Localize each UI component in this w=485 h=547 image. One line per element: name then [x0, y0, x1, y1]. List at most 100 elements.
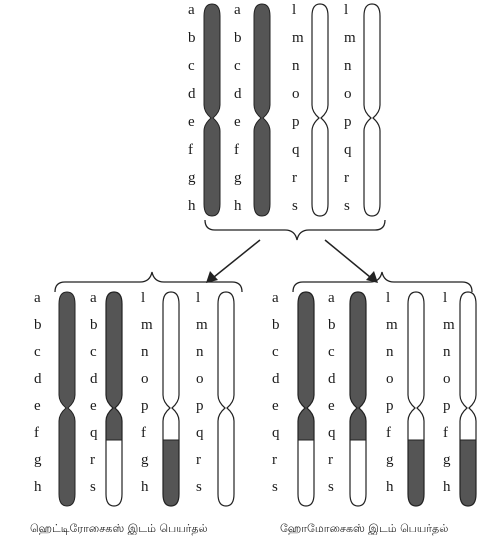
gene-label: a — [234, 2, 241, 18]
gene-label: l — [292, 2, 296, 18]
left-chromosome-4 — [217, 291, 235, 507]
gene-label: o — [443, 371, 451, 387]
gene-label: r — [90, 452, 95, 468]
top-gene-column-4: l m n o p q r s — [344, 2, 356, 214]
gene-label: b — [188, 30, 196, 46]
left-gene-column-4: l m n o p q r s — [196, 290, 208, 495]
gene-label: d — [234, 86, 242, 102]
top-gene-column-2: a b c d e f g h — [234, 2, 242, 214]
arrow-to-left-set — [206, 239, 261, 283]
gene-label: q — [272, 425, 280, 441]
gene-label: l — [443, 290, 447, 306]
right-chromosome-2-translocated — [349, 291, 367, 507]
gene-label: b — [328, 317, 336, 333]
gene-label: d — [328, 371, 336, 387]
gene-label: c — [188, 58, 195, 74]
gene-label: f — [34, 425, 39, 441]
gene-label: q — [196, 425, 204, 441]
gene-label: n — [344, 58, 352, 74]
right-gene-column-4: l m n o p f g h — [443, 290, 455, 495]
gene-label: m — [141, 317, 153, 333]
gene-label: r — [272, 452, 277, 468]
left-chromosome-2-translocated — [105, 291, 123, 507]
gene-label: r — [196, 452, 201, 468]
gene-label: s — [328, 479, 334, 495]
gene-label: f — [234, 142, 239, 158]
gene-label: f — [443, 425, 448, 441]
top-chromosome-3 — [311, 3, 329, 217]
gene-label: p — [344, 114, 352, 130]
gene-label: c — [272, 344, 279, 360]
gene-label: r — [328, 452, 333, 468]
gene-label: h — [443, 479, 451, 495]
gene-label: e — [188, 114, 195, 130]
gene-label: f — [188, 142, 193, 158]
top-gene-column-1: a b c d e f g h — [188, 2, 196, 214]
gene-label: b — [272, 317, 280, 333]
gene-label: s — [196, 479, 202, 495]
gene-label: n — [141, 344, 149, 360]
gene-label: d — [188, 86, 196, 102]
gene-label: o — [344, 86, 352, 102]
top-chromosome-2 — [253, 3, 271, 217]
gene-label: d — [34, 371, 42, 387]
top-chromosome-4 — [363, 3, 381, 217]
gene-label: c — [234, 58, 241, 74]
gene-label: e — [90, 398, 97, 414]
gene-label: a — [272, 290, 279, 306]
right-chromosome-set: a b c d e q r s a b c d e q — [272, 271, 477, 535]
gene-label: h — [34, 479, 42, 495]
gene-label: f — [386, 425, 391, 441]
arrow-to-right-set — [324, 239, 378, 283]
gene-label: s — [90, 479, 96, 495]
left-chromosome-1 — [58, 291, 76, 507]
gene-label: m — [344, 30, 356, 46]
gene-label: g — [443, 452, 451, 468]
gene-label: a — [188, 2, 195, 18]
gene-label: m — [196, 317, 208, 333]
right-gene-column-2: a b c d e q r s — [328, 290, 336, 495]
top-chromosome-set: a b c d e f g h a b c d e f g h l m n — [188, 2, 386, 241]
gene-label: g — [386, 452, 394, 468]
gene-label: s — [292, 198, 298, 214]
gene-label: p — [196, 398, 204, 414]
gene-label: e — [328, 398, 335, 414]
gene-label: a — [34, 290, 41, 306]
gene-label: e — [34, 398, 41, 414]
gene-label: s — [272, 479, 278, 495]
gene-label: m — [386, 317, 398, 333]
gene-label: q — [344, 142, 352, 158]
gene-label: a — [90, 290, 97, 306]
gene-label: d — [90, 371, 98, 387]
gene-label: m — [292, 30, 304, 46]
gene-label: g — [188, 170, 196, 186]
gene-label: n — [443, 344, 451, 360]
left-bracket — [54, 271, 243, 293]
gene-label: d — [272, 371, 280, 387]
gene-label: p — [443, 398, 451, 414]
gene-label: q — [90, 425, 98, 441]
gene-label: o — [141, 371, 149, 387]
gene-label: e — [234, 114, 241, 130]
gene-label: h — [188, 198, 196, 214]
gene-label: h — [141, 479, 149, 495]
gene-label: p — [141, 398, 149, 414]
gene-label: b — [234, 30, 242, 46]
gene-label: c — [90, 344, 97, 360]
gene-label: o — [196, 371, 204, 387]
top-chromosome-1 — [203, 3, 221, 217]
gene-label: m — [443, 317, 455, 333]
gene-label: r — [344, 170, 349, 186]
gene-label: r — [292, 170, 297, 186]
left-gene-column-3: l m n o p f g h — [141, 290, 153, 495]
gene-label: q — [328, 425, 336, 441]
gene-label: s — [344, 198, 350, 214]
gene-label: c — [34, 344, 41, 360]
top-bracket — [204, 219, 386, 241]
gene-label: p — [386, 398, 394, 414]
right-chromosome-4-translocated — [459, 291, 477, 507]
gene-label: p — [292, 114, 300, 130]
gene-label: n — [386, 344, 394, 360]
gene-label: f — [141, 425, 146, 441]
